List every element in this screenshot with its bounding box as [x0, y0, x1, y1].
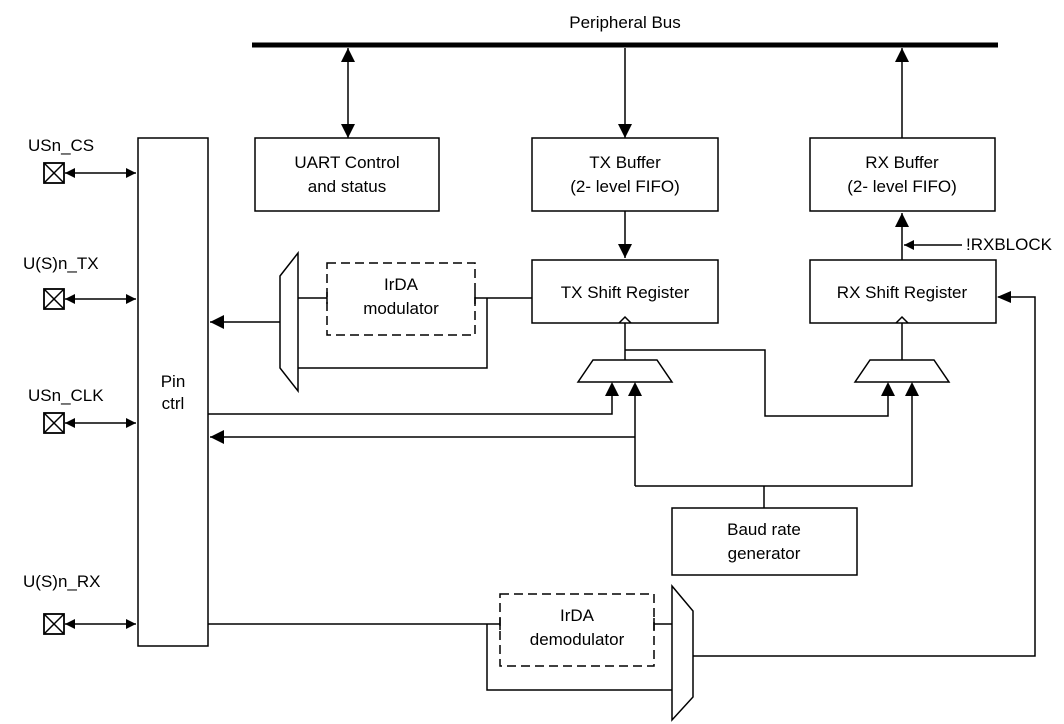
rx-mux-to-shift-wire	[693, 296, 1036, 657]
pin-ctrl-label-line2: ctrl	[162, 394, 185, 413]
baud-bus-wire	[635, 384, 913, 487]
rx-clock-mux	[853, 359, 951, 383]
baud-rate-line2: generator	[728, 544, 801, 563]
pin-tx-label: U(S)n_TX	[23, 254, 99, 273]
pin-clk-icon	[43, 412, 65, 434]
uart-control-line2: and status	[308, 177, 386, 196]
irda-demodulator-line1: IrDA	[560, 606, 595, 625]
pin-clk-label: USn_CLK	[28, 386, 104, 405]
tx-shift-register-label: TX Shift Register	[561, 283, 690, 302]
uart-control-line1: UART Control	[294, 153, 399, 172]
pin-clk: USn_CLK	[28, 386, 136, 434]
pin-rx-label: U(S)n_RX	[23, 572, 100, 591]
tx-shift-clock-notch	[618, 315, 632, 324]
uart-control-block	[254, 137, 440, 212]
irda-demodulator-block	[499, 593, 655, 667]
rx-buffer-block	[809, 137, 996, 212]
pin-cs-label: USn_CS	[28, 136, 94, 155]
rx-buffer-line2: (2- level FIFO)	[847, 177, 957, 196]
pin-tx: U(S)n_TX	[23, 254, 136, 310]
rx-clock-input-arrowhead-2	[905, 382, 919, 396]
pin-ctrl-block	[137, 137, 209, 647]
pin-ctrl-to-tx-clock-wire	[208, 384, 613, 415]
tx-bypass-wire	[298, 298, 488, 369]
tx-buffer-line1: TX Buffer	[589, 153, 661, 172]
irda-demodulator-line2: demodulator	[530, 630, 625, 649]
tx-shift-register-block	[531, 259, 719, 324]
pin-cs-icon	[43, 162, 65, 184]
rx-shift-register-label: RX Shift Register	[837, 283, 968, 302]
rx-shift-register-block	[809, 259, 997, 324]
pin-cs: USn_CS	[28, 136, 136, 184]
rx-clock-input-arrowhead	[881, 382, 895, 396]
irda-modulator-line2: modulator	[363, 299, 439, 318]
pin-rx: U(S)n_RX	[23, 572, 136, 635]
baud-rate-line1: Baud rate	[727, 520, 801, 539]
rx-buffer-line1: RX Buffer	[865, 153, 939, 172]
pin-rx-icon	[43, 613, 65, 635]
pin-tx-icon	[43, 288, 65, 310]
pin-ctrl-label-line1: Pin	[161, 372, 186, 391]
rx-bypass-wire	[486, 624, 672, 691]
rxblock-label: !RXBLOCK	[966, 235, 1053, 254]
tx-clock-input-arrowhead-2	[628, 382, 642, 396]
tx-to-rx-clock-wire	[625, 349, 889, 417]
rx-input-mux	[671, 583, 694, 722]
bus-label: Peripheral Bus	[569, 13, 681, 32]
tx-clock-mux	[576, 359, 674, 383]
rx-shift-input-arrowhead	[997, 291, 1011, 303]
tx-output-mux	[279, 250, 299, 394]
tx-buffer-block	[531, 137, 719, 212]
tx-buffer-line2: (2- level FIFO)	[570, 177, 680, 196]
rx-shift-clock-notch	[895, 315, 909, 324]
baud-rate-generator-block	[671, 507, 858, 576]
tx-clock-input-arrowhead-1	[605, 382, 619, 396]
irda-modulator-line1: IrDA	[384, 275, 419, 294]
